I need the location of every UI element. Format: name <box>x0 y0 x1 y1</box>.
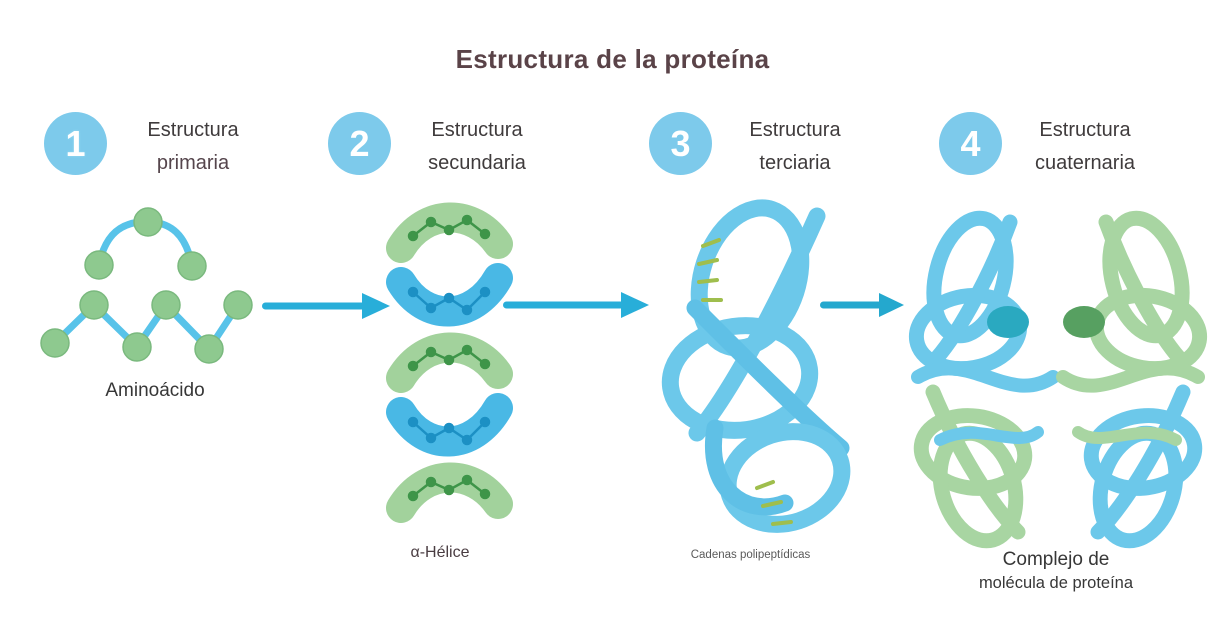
tertiary-structure-illustration <box>645 188 870 548</box>
arrow-right-icon <box>262 293 390 319</box>
step-4-number: 4 <box>960 122 981 164</box>
page-title: Estructura de la proteína <box>455 44 770 74</box>
arrow-right-icon <box>820 293 904 317</box>
protein-complex-icon <box>908 210 1208 549</box>
polypeptide-tangle-icon <box>661 199 851 533</box>
tertiary-structure-caption: Cadenas polipeptídicas <box>690 549 811 561</box>
step-4-badge: 4 <box>939 112 1002 175</box>
step-3-badge: 3 <box>649 112 712 175</box>
quaternary-caption-line1: Complejo de <box>1002 549 1110 570</box>
amino-acid-chain-icon <box>40 207 253 364</box>
step-2-label: Estructura secundaria <box>392 114 562 180</box>
arrow-right-icon <box>503 292 649 318</box>
step-1-number: 1 <box>65 122 86 164</box>
step-2-number: 2 <box>349 122 370 164</box>
primary-structure-caption: Aminoácido <box>105 380 205 401</box>
step-2-badge: 2 <box>328 112 391 175</box>
teal-core-blob <box>987 306 1029 338</box>
step-3-label-line1: Estructura <box>749 119 841 141</box>
step-1-label-line2: primaria <box>156 152 230 174</box>
step-4-label: Estructura cuaternaria <box>1000 114 1170 180</box>
step-3-number: 3 <box>670 122 691 164</box>
secondary-structure-caption: α-Hélice <box>410 544 470 561</box>
green-core-blob <box>1063 306 1105 338</box>
step-4-label-line2: cuaternaria <box>1034 152 1136 174</box>
quaternary-structure-caption: Complejo de molécula de proteína <box>928 548 1184 594</box>
step-3-label: Estructura terciaria <box>710 114 880 180</box>
step-1-badge: 1 <box>44 112 107 175</box>
step-3-label-line2: terciaria <box>759 152 831 174</box>
alpha-helix-icon <box>386 202 513 523</box>
step-1-label-line1: Estructura <box>147 119 239 141</box>
quaternary-caption-line2: molécula de proteína <box>978 574 1134 592</box>
step-2-label-line2: secundaria <box>428 152 526 174</box>
step-2-label-line1: Estructura <box>431 119 523 141</box>
step-1-label: Estructura primaria <box>108 114 278 180</box>
secondary-structure-illustration <box>385 196 515 531</box>
step-4-label-line1: Estructura <box>1039 119 1131 141</box>
primary-structure-illustration <box>38 192 273 377</box>
quaternary-structure-illustration <box>898 192 1218 557</box>
